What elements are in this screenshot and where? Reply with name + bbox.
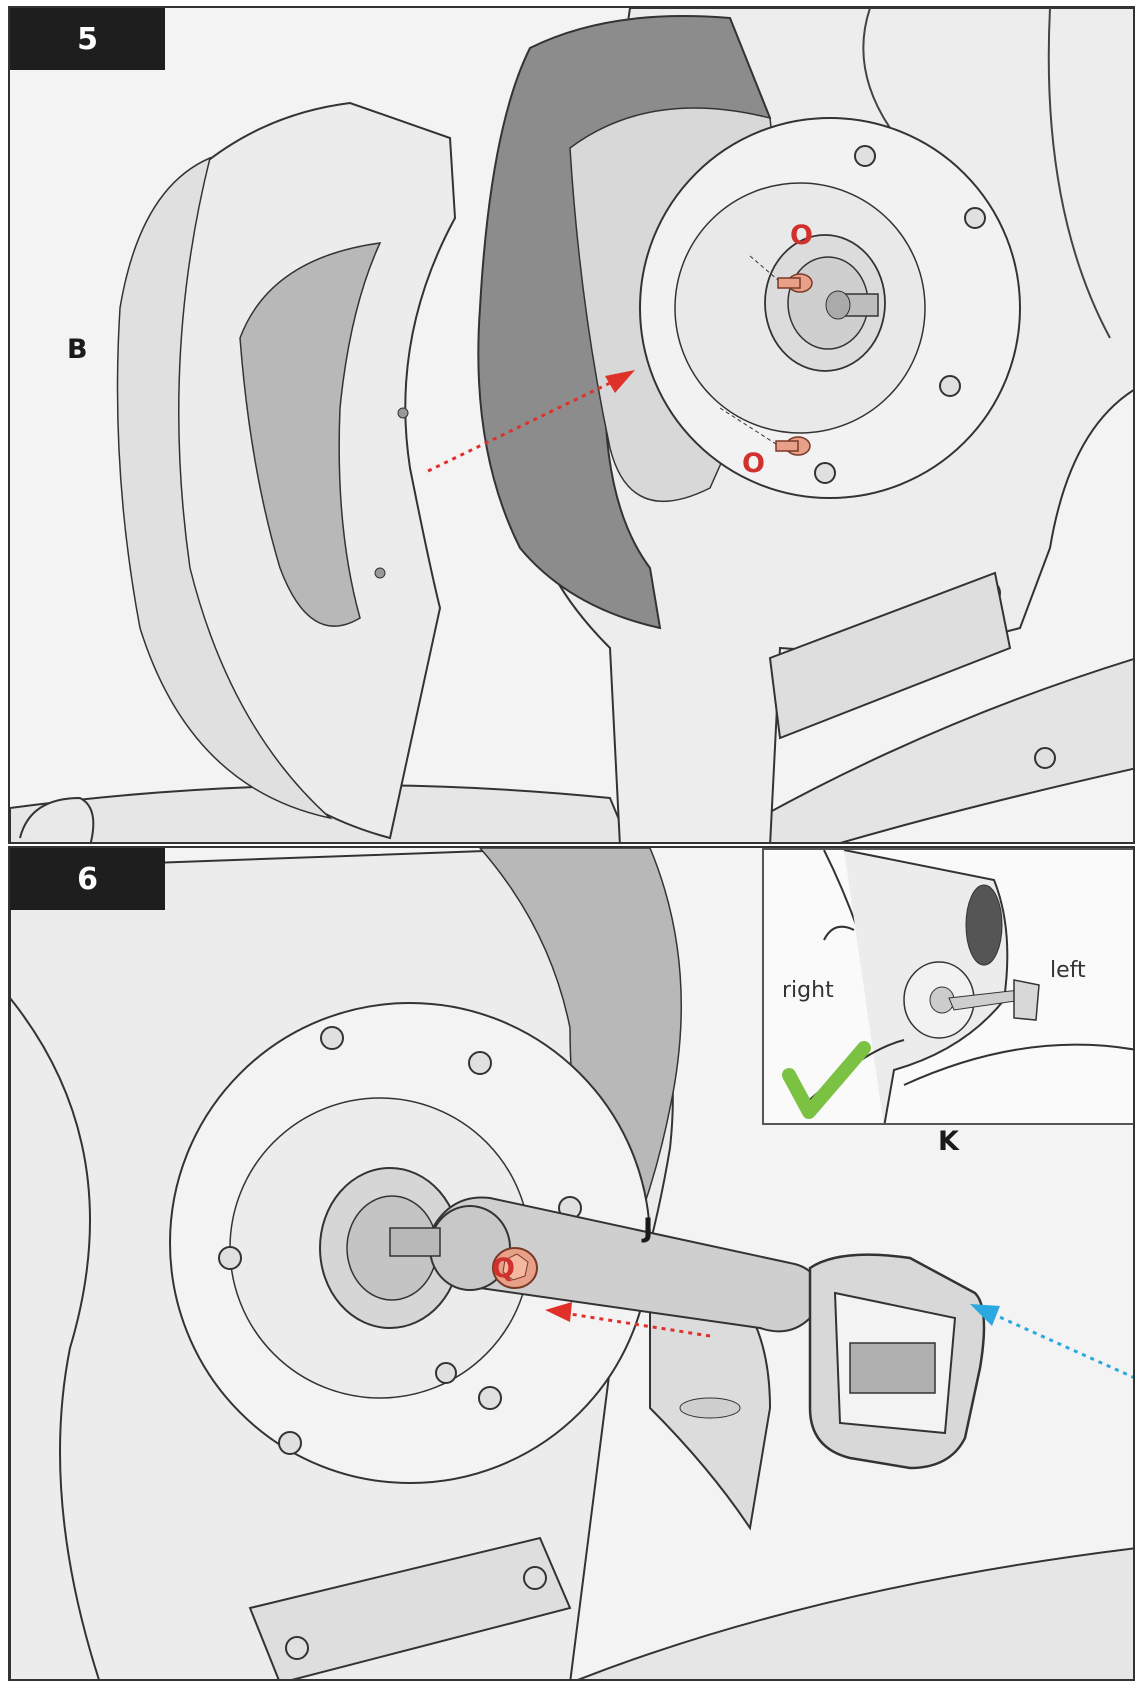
step-5-panel: 5 B O O <box>8 6 1135 844</box>
inset-illustration <box>782 850 1133 1123</box>
inset-label-left: left <box>1050 958 1086 983</box>
step-number: 5 <box>10 8 165 70</box>
part-label-q: Q <box>492 1253 515 1284</box>
part-label-b: B <box>67 334 88 365</box>
step-5-illustration <box>10 8 1133 842</box>
step-number: 6 <box>10 848 165 910</box>
orientation-inset: right left <box>762 848 1133 1125</box>
inset-label-right: right <box>782 978 834 1003</box>
part-label-k: K <box>938 1126 959 1157</box>
part-label-o-bottom: O <box>742 448 765 479</box>
step-6-panel: 6 Q J K right left <box>8 846 1135 1681</box>
step-6-illustration <box>10 848 1133 1679</box>
part-label-j: J <box>643 1213 654 1244</box>
part-label-o-top: O <box>790 220 813 251</box>
